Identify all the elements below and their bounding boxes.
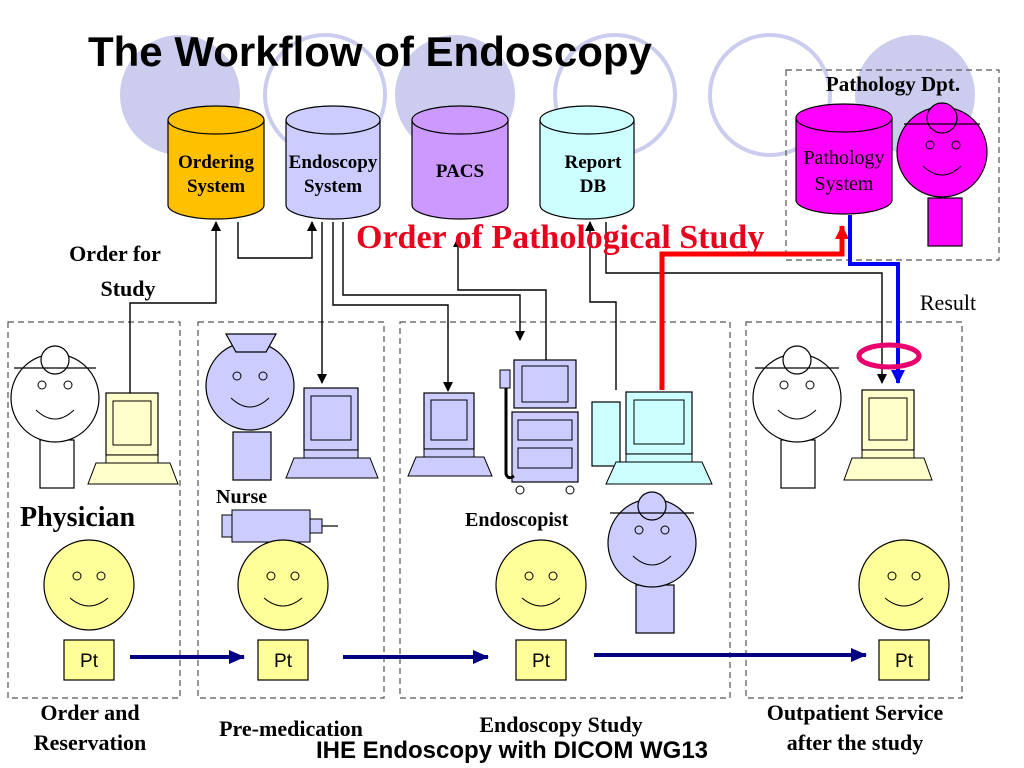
stage-order-line2: Reservation <box>34 730 146 755</box>
pathologist-figure <box>896 102 988 247</box>
db-ordering-line1: Ordering <box>178 152 254 173</box>
db-report-line1: Report <box>565 152 623 173</box>
page-title: The Workflow of Endoscopy <box>88 28 653 75</box>
line-ordering-to-endoscopy <box>237 221 317 259</box>
outpatient-physician-figure <box>752 345 842 489</box>
pathology-dept-box <box>785 69 1000 261</box>
line-order-to-ordering <box>129 221 221 395</box>
computer-report-icon <box>591 391 713 485</box>
computer-outpatient-icon <box>843 389 933 481</box>
stage-boxes <box>7 69 1000 699</box>
order-for-study-line2: Study <box>100 276 155 301</box>
order-for-study-line1: Order for <box>69 241 161 266</box>
line-endoscopy-to-endoscopist-pc <box>332 222 453 392</box>
pathology-dept-label: Pathology Dpt. <box>826 72 960 96</box>
connector-lines <box>129 221 887 395</box>
db-ordering-line2: System <box>187 176 245 197</box>
stage-box-order <box>7 321 181 699</box>
nurse-figure <box>205 333 295 481</box>
patient-premed: Pt <box>237 539 329 681</box>
patient-endoscopy-label: Pt <box>532 651 551 672</box>
db-pathology-line2: System <box>815 173 874 195</box>
nurse-label: Nurse <box>216 486 267 508</box>
computer-nurse-icon <box>285 387 379 479</box>
db-ordering: Ordering System <box>167 105 265 220</box>
syringe-icon <box>221 509 338 543</box>
physician-label: Physician <box>20 502 136 533</box>
physician-figure <box>10 345 100 489</box>
result-label: Result <box>920 290 976 315</box>
db-endoscopy-line1: Endoscopy <box>289 152 378 173</box>
patient-flow-arrows <box>130 648 867 664</box>
db-pacs: PACS <box>411 105 509 220</box>
patient-order: Pt <box>43 539 135 681</box>
db-endoscopy: Endoscopy System <box>285 105 381 220</box>
db-report-line2: DB <box>580 176 607 197</box>
patient-outpatient-label: Pt <box>895 651 914 672</box>
stage-box-endoscopy <box>399 321 731 699</box>
patient-outpatient: Pt <box>858 539 950 681</box>
db-pathology: Pathology System <box>795 103 893 215</box>
endoscopist-figure <box>607 491 697 634</box>
computer-endoscopist-icon <box>407 392 493 477</box>
order-pathological-label: Order of Pathological Study <box>356 219 764 256</box>
stage-box-outpatient <box>745 321 963 699</box>
line-endoscopy-to-scope <box>342 222 525 341</box>
stage-endoscopy-label: Endoscopy Study <box>479 712 642 737</box>
endoscopist-label: Endoscopist <box>465 509 569 531</box>
stage-outpatient-line2: after the study <box>787 730 923 755</box>
patient-premed-label: Pt <box>274 651 293 672</box>
stage-premed-label: Pre-medication <box>219 716 363 741</box>
patient-order-label: Pt <box>80 651 99 672</box>
red-arrow-pathology-order <box>659 225 849 390</box>
stage-order-line1: Order and <box>40 700 139 725</box>
line-pc-to-report <box>585 221 617 390</box>
stage-outpatient-line1: Outpatient Service <box>767 700 944 725</box>
db-report: Report DB <box>539 105 635 220</box>
result-highlight-ring <box>856 342 922 370</box>
db-pacs-label: PACS <box>436 161 484 182</box>
line-report-to-outpatient <box>605 222 887 384</box>
patient-endoscopy: Pt <box>495 539 587 681</box>
endoscope-tower-icon <box>499 359 579 495</box>
computer-physician-icon <box>87 392 179 485</box>
blue-arrow-result <box>848 215 905 384</box>
db-pathology-line1: Pathology <box>803 147 884 169</box>
db-endoscopy-line2: System <box>304 176 362 197</box>
stage-box-premed <box>197 321 385 699</box>
line-scope-to-pacs <box>453 237 547 360</box>
footer-label: IHE Endoscopy with DICOM WG13 <box>316 737 708 764</box>
